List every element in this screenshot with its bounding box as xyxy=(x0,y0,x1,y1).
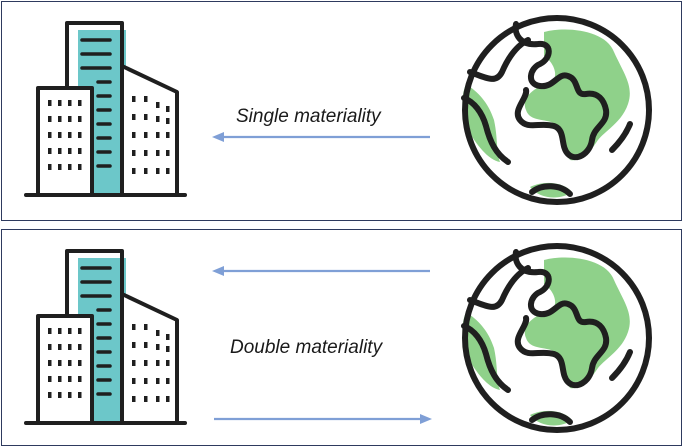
globe-group xyxy=(461,243,652,433)
globe-icon xyxy=(461,15,652,205)
globe-group xyxy=(461,15,652,205)
office-buildings-icon xyxy=(24,21,187,197)
buildings-group xyxy=(24,21,187,197)
double-materiality-label: Double materiality xyxy=(230,337,383,358)
arrow-earth-to-company xyxy=(212,132,430,142)
arrow-earth-to-company xyxy=(212,266,430,276)
single-materiality-label: Single materiality xyxy=(236,106,381,127)
globe-icon xyxy=(461,243,652,433)
arrow-company-to-earth xyxy=(214,414,432,424)
office-buildings-icon xyxy=(24,249,187,425)
buildings-group xyxy=(24,249,187,425)
